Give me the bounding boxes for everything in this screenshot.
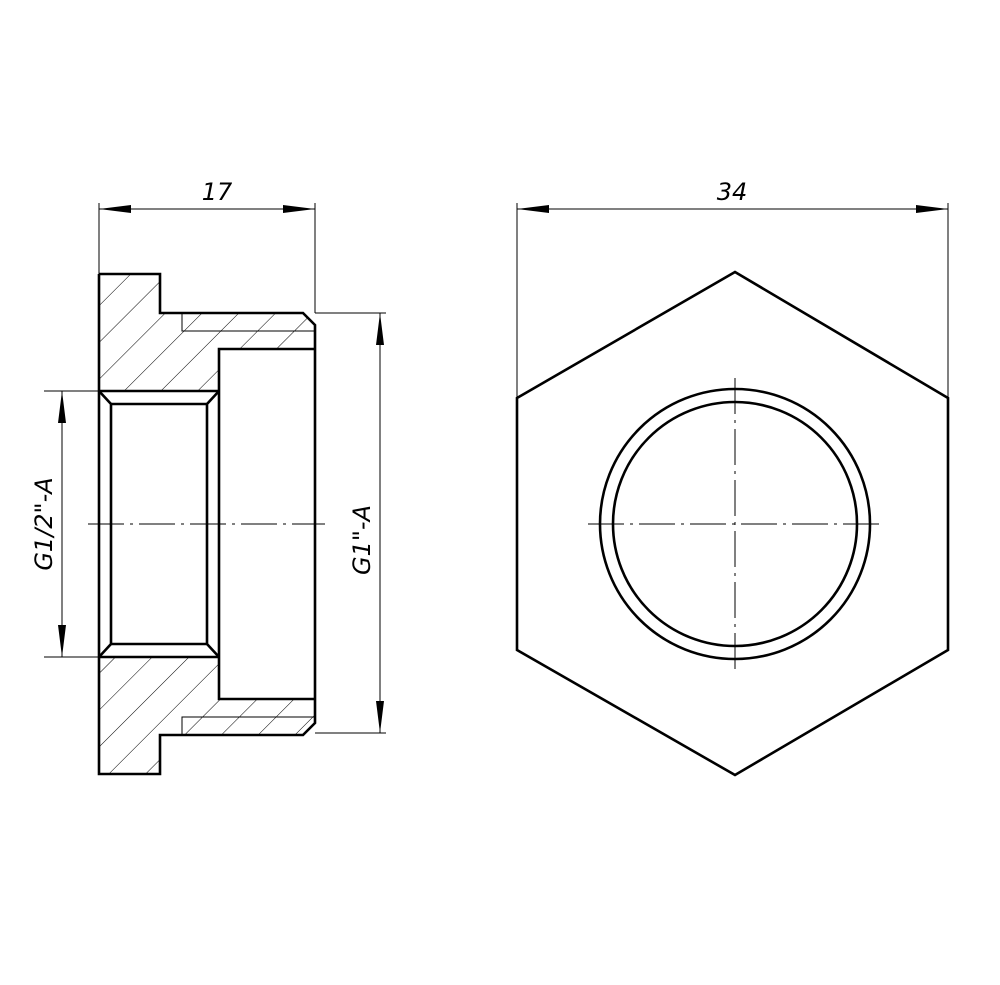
outer-contour <box>97 272 317 776</box>
outer-thread-line-bottom <box>181 716 315 735</box>
dimension-length-label: 17 <box>202 178 233 206</box>
dimension-inner-thread-label: G1/2"-A <box>30 477 58 570</box>
section-view <box>88 272 325 776</box>
dimension-across-flats-label: 34 <box>717 178 748 206</box>
dimension-across-flats: 34 <box>516 178 949 398</box>
dimension-inner-thread: G1/2"-A <box>30 390 99 658</box>
hatch-top <box>99 274 315 391</box>
dimension-length: 17 <box>98 178 316 313</box>
dimension-outer-thread-label: G1"-A <box>348 505 376 575</box>
outer-thread-line-top <box>181 313 315 332</box>
dimension-outer-thread: G1"-A <box>315 312 386 734</box>
hatch-bottom <box>99 657 315 774</box>
front-view <box>515 270 950 777</box>
